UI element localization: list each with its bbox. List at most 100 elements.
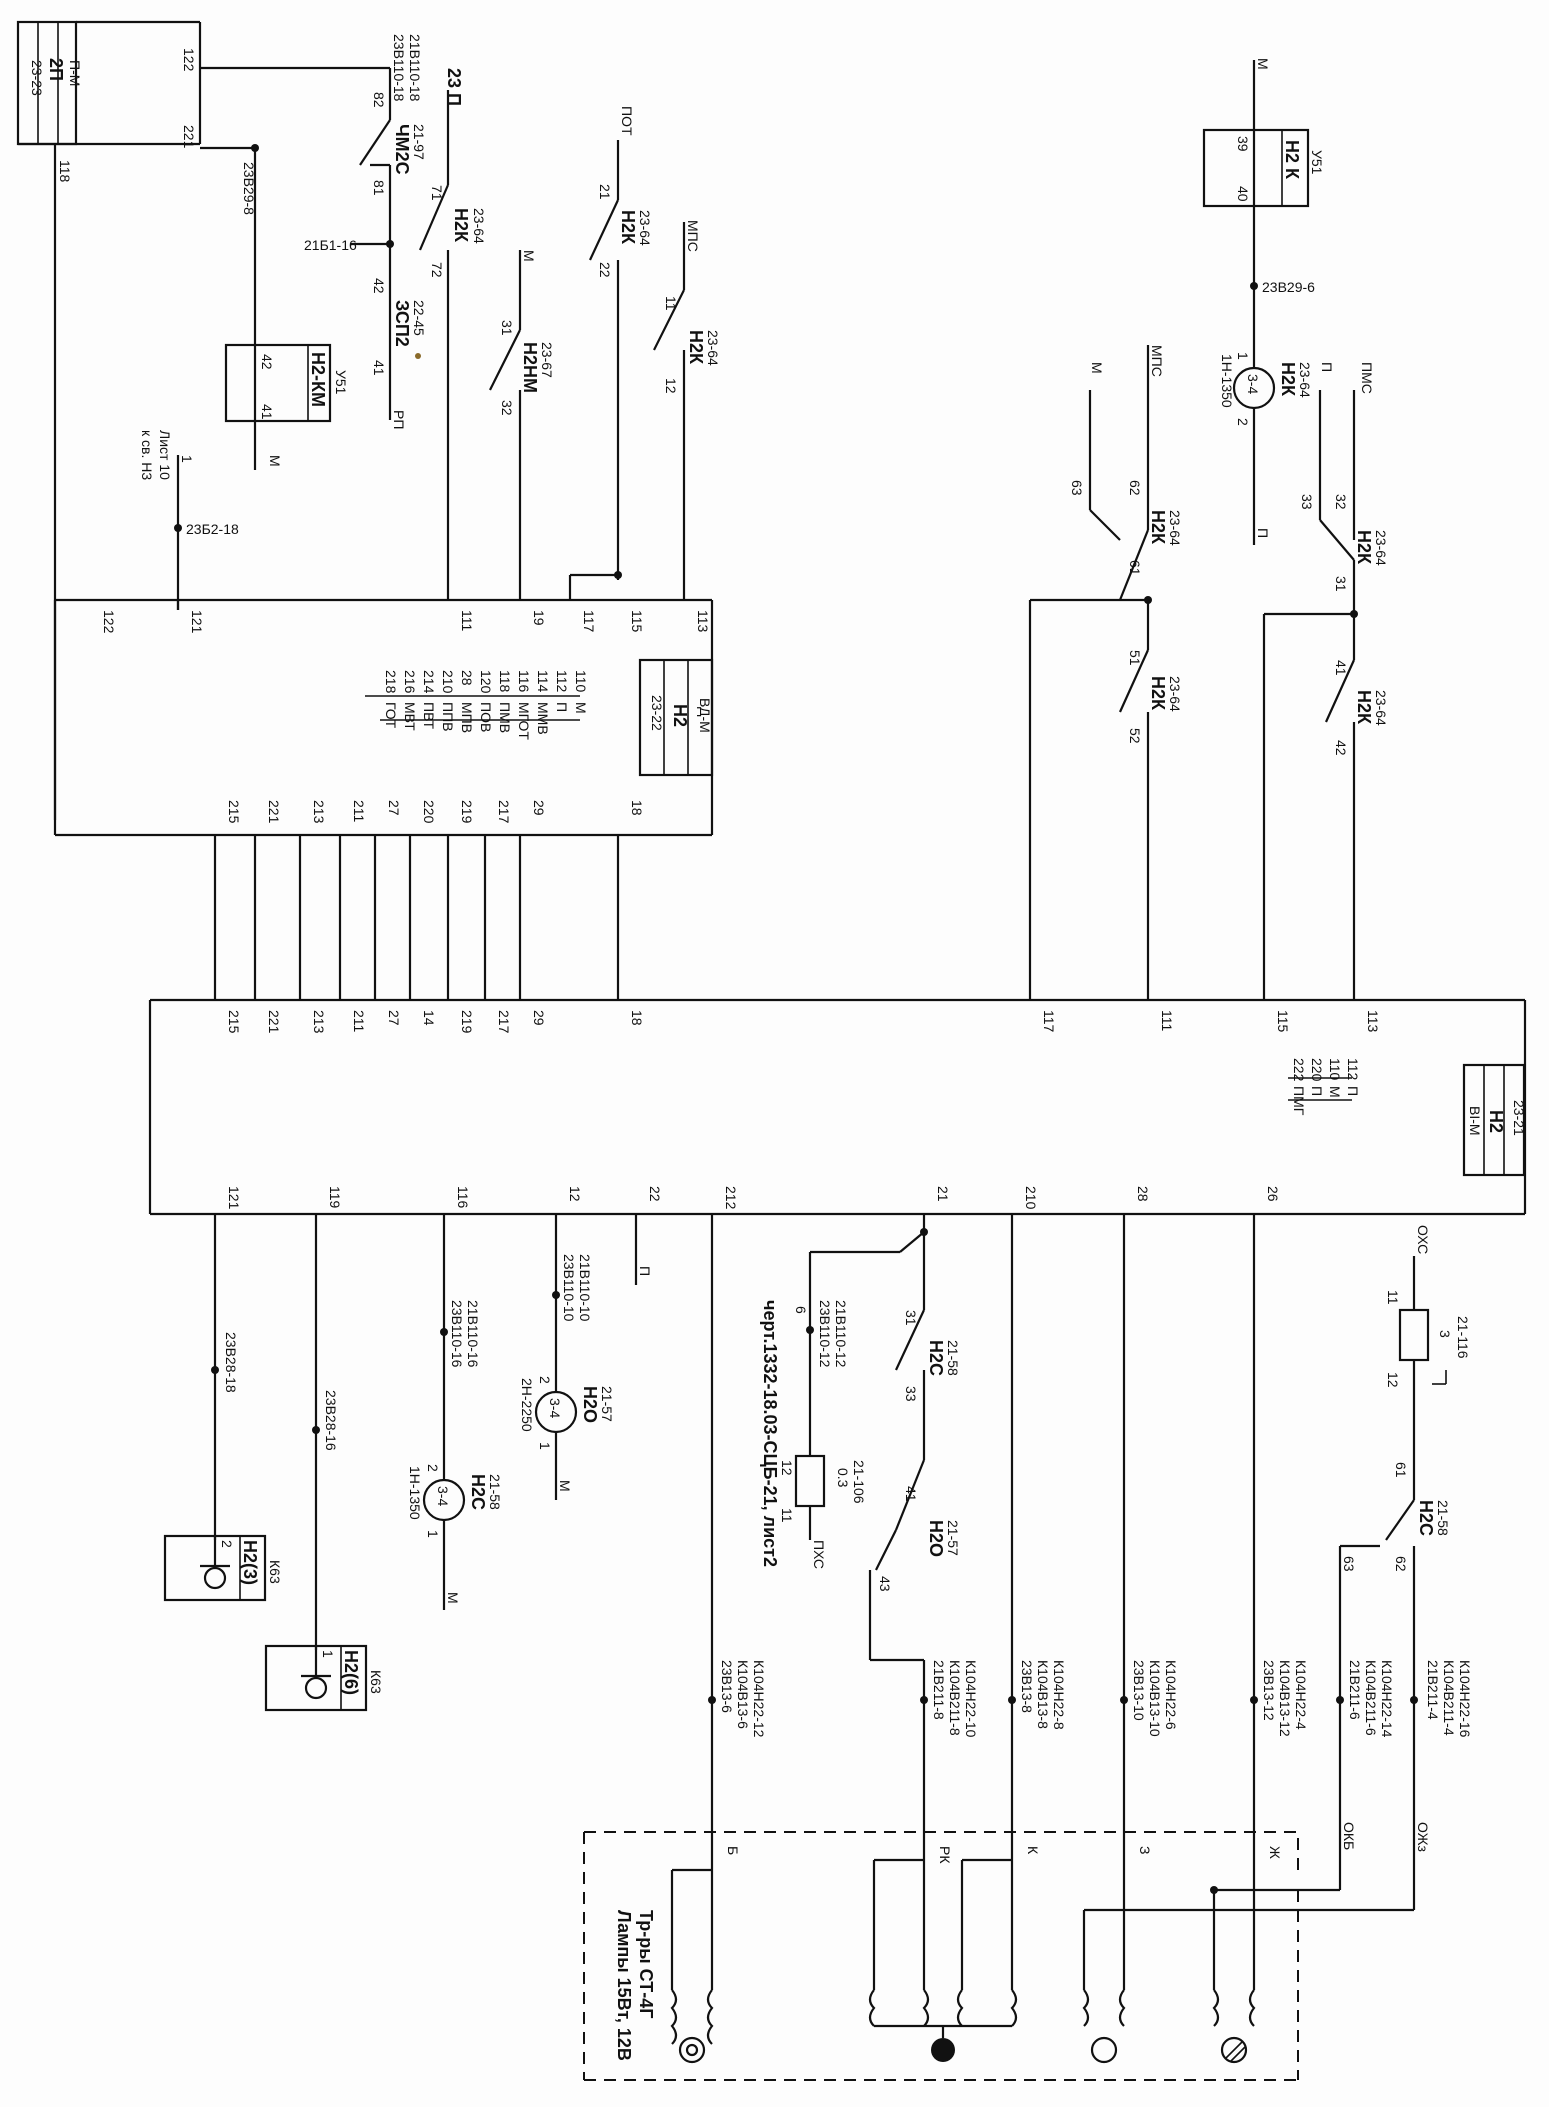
list10-1: 1: [179, 455, 195, 463]
coil-n2s-ref: 21-58: [487, 1474, 503, 1510]
lamp-enclosure: Тр-ры СТ-4Г Лампы 15Вт, 12В: [583, 1831, 1299, 2081]
block-23-23: 23-23 2П П-М 122 221 118: [16, 20, 202, 183]
relay-k63-6: Н2(6) К63 1: [264, 1644, 384, 1712]
n2k-pin-21: 21: [597, 184, 613, 200]
zsp2-pin-41: 41: [371, 360, 387, 376]
legend-2321-num-220: 220: [1309, 1058, 1325, 1082]
legend-2322-code-ПВТ: ПВТ: [421, 702, 437, 729]
fuse-21-106-value: 0.3: [835, 1468, 851, 1488]
wire-label-six: 6: [793, 1306, 809, 1314]
pin-2322-bot-27: 27: [386, 800, 402, 816]
lamp-zh: [1210, 1850, 1416, 2064]
lamps-title-1: Тр-ры СТ-4Г: [636, 1910, 656, 2018]
u51-km-pin-41: 41: [259, 404, 275, 420]
pin-2321-top-211: 211: [351, 1010, 367, 1033]
block-23-22-name: Н2: [670, 704, 690, 727]
coil-n2o-pin2: 2: [537, 1376, 553, 1384]
fuse-21-116-pin-12: 12: [1385, 1372, 1401, 1388]
block-23-23-ref: 23-23: [29, 60, 45, 96]
block-23-21: 23-21 Н2 ВI-М: [148, 998, 1527, 1216]
n2s-31-name: Н2С: [926, 1340, 946, 1376]
terminal-К104В13-12: К104В13-12: [1277, 1660, 1293, 1737]
coil-n2o-part: 2Н-2250: [519, 1378, 535, 1432]
legend-2322-num-214: 214: [421, 670, 437, 694]
fuse-21-106-pin-11: 11: [779, 1508, 795, 1523]
chm2s-pin-81: 81: [371, 180, 387, 196]
coil-n2o-name: Н2О: [580, 1386, 600, 1423]
terminal-21В110-10: 21В110-10: [577, 1254, 593, 1322]
fuse-21-116-ref: 21-116: [1455, 1316, 1471, 1359]
n2k-51-name: Н2К: [1148, 676, 1168, 711]
n2k-31-name: Н2К: [1354, 530, 1374, 565]
u51-k-pin-39: 39: [1235, 136, 1251, 152]
k63-6-name: Н2(6): [341, 1650, 361, 1695]
n2o-41-name: Н2О: [926, 1520, 946, 1557]
pin-2321-bot-212: 212: [723, 1186, 739, 1210]
wire-label-m1: М: [267, 455, 283, 467]
lamp-letter-З: З: [1137, 1846, 1153, 1854]
n2k-pin-12: 12: [663, 378, 679, 394]
coil-n2s-type: 3-4: [435, 1486, 451, 1506]
pin-2321-top-29: 29: [531, 1010, 547, 1026]
pin-2322-bot-213: 213: [311, 800, 327, 824]
block-23-21-name: Н2: [1486, 1110, 1506, 1133]
coil-n2k: 3-4 Н2К 23-64 1Н-1350 1 2: [1219, 352, 1313, 426]
lamp-letter-Б: Б: [725, 1846, 741, 1855]
terminal-21В110-12: 21В110-12: [833, 1300, 849, 1368]
wire-label-rp: РП: [391, 410, 407, 429]
coil-n2k-type: 3-4: [1245, 374, 1261, 394]
legend-2322-code-М: М: [573, 702, 589, 714]
u51-km-name: Н2-КМ: [308, 352, 328, 407]
wire-label-mps2: МПС: [1149, 345, 1165, 377]
terminal-К104В211-6: К104В211-6: [1363, 1660, 1379, 1736]
n2k-51-ref: 23-64: [1167, 676, 1183, 712]
terminal-К104В13-10: К104В13-10: [1147, 1660, 1163, 1737]
terminal-К104Н22-4: К104Н22-4: [1293, 1660, 1309, 1730]
block-23-21-ref: 23-21: [1511, 1100, 1527, 1136]
u51-km-ref: У51: [333, 370, 349, 395]
terminal-23В110-16: 23В110-16: [449, 1300, 465, 1368]
lamps-title-2: Лампы 15Вт, 12В: [614, 1910, 634, 2061]
k63-3-pin: 2: [219, 1540, 235, 1548]
coil-n2k-part: 1Н-1350: [1219, 354, 1235, 408]
n2k-61-name: Н2К: [1148, 510, 1168, 545]
wire-label-m3: М: [1255, 58, 1271, 70]
n2nm-name: Н2НМ: [520, 342, 540, 393]
terminal-К104Н22-12: К104Н22-12: [751, 1660, 767, 1738]
pin-2321-top-111: 111: [1159, 1010, 1175, 1031]
wire-label-pms: ПМС: [1359, 362, 1375, 394]
pin-2322-top-117: 117: [581, 610, 597, 633]
legend-2322-code-ПМВ: ПМВ: [497, 702, 513, 733]
n2k-pin-52: 52: [1127, 728, 1143, 744]
legend-2322-code-П: П: [554, 702, 570, 712]
legend-2322-code-ППВ: ППВ: [440, 702, 456, 731]
terminal-21В211-4: 21В211-4: [1425, 1660, 1441, 1720]
n2k-pin-11: 11: [663, 296, 679, 311]
n2k-61-ref: 23-64: [1167, 510, 1183, 546]
terminal-21В211-8: 21В211-8: [931, 1660, 947, 1720]
wire-label-mps1: МПС: [685, 220, 701, 252]
n2s-pin-33: 33: [903, 1386, 919, 1402]
block-23-22-ref: 23-22: [649, 695, 665, 731]
pin-2322-bot-211: 211: [351, 800, 367, 823]
n2k-pin-42: 42: [1333, 740, 1349, 756]
n2k-41-name: Н2К: [1354, 690, 1374, 725]
n2k-pin-41: 41: [1333, 660, 1349, 676]
block-23-22: 23-22 Н2 ВД-М: [53, 598, 714, 837]
legend-2322-num-218: 218: [383, 670, 399, 694]
legend-2322-code-МГОТ: МГОТ: [516, 702, 532, 740]
pin-2321-bot-210: 210: [1023, 1186, 1039, 1210]
legend-2321-num-110: 110: [1327, 1058, 1343, 1081]
legend-2322-num-112: 112: [554, 670, 570, 693]
wire-label-m6: М: [557, 1480, 573, 1492]
coil-n2k-pin2: 2: [1235, 418, 1251, 426]
coil-n2o-pin1: 1: [537, 1442, 553, 1450]
k63-3-name: Н2(3): [240, 1540, 260, 1585]
lamp-b: [670, 1850, 714, 2064]
terminal-23В29-6: 23В29-6: [1262, 279, 1315, 295]
terminal-23В13-12: 23В13-12: [1261, 1660, 1277, 1721]
pin-2322-bot-221: 221: [266, 800, 282, 824]
